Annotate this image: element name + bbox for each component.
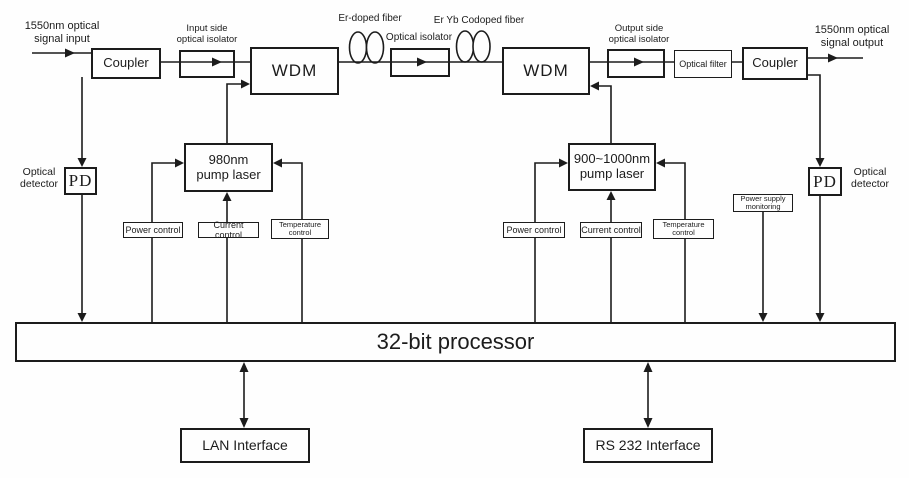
pump-laser-left-box: 980nm pump laser xyxy=(184,143,273,192)
optical-detector-left-label: Optical detector xyxy=(16,166,62,191)
interface-arrowheads xyxy=(239,362,653,428)
pump-right-lines xyxy=(534,85,686,322)
pump-laser-left-line1: 980nm xyxy=(208,151,249,167)
left-detector-arrowheads xyxy=(77,158,87,322)
input-isolator-box xyxy=(179,50,235,78)
rs232-interface-box: RS 232 Interface xyxy=(583,428,713,463)
output-isolator-label-line2: optical isolator xyxy=(608,34,670,46)
interface-lines xyxy=(243,369,649,421)
optical-detector-left-line1: Optical xyxy=(22,166,56,178)
output-signal-label: 1550nm optical signal output xyxy=(802,24,902,50)
power-control-right-box: Power control xyxy=(503,222,565,238)
eryb-codoped-fiber-label: Er Yb Codoped fiber xyxy=(433,15,525,26)
output-isolator-label-line1: Output side xyxy=(614,23,664,34)
output-signal-label-line2: signal output xyxy=(820,36,884,49)
photodetector-left-box: PD xyxy=(64,167,97,195)
output-signal-label-line1: 1550nm optical xyxy=(814,24,890,36)
pump-laser-right-line2: pump laser xyxy=(579,166,645,181)
er-doped-fiber-label: Er-doped fiber xyxy=(338,13,402,24)
er-doped-fiber-coil-icon xyxy=(348,31,385,64)
input-isolator-label: Input side optical isolator xyxy=(163,23,251,45)
pump-laser-left-line2: pump laser xyxy=(196,166,261,182)
input-coupler-box: Coupler xyxy=(91,48,161,79)
mid-isolator-label: Optical isolator xyxy=(385,32,453,43)
eryb-codoped-fiber-coil-icon xyxy=(455,30,491,63)
right-detector-arrowheads xyxy=(815,158,825,322)
power-supply-monitoring-line2: monitoring xyxy=(745,202,781,211)
mid-isolator-box xyxy=(390,48,450,77)
photodetector-right-box: PD xyxy=(808,167,842,196)
temperature-control-right-box: Temperature control xyxy=(653,219,714,239)
current-control-left-box: Current control xyxy=(198,220,259,240)
input-signal-label: 1550nm optical signal input xyxy=(6,20,118,46)
optical-filter-box: Optical filter xyxy=(674,50,732,78)
processor-box: 32-bit processor xyxy=(15,322,896,362)
optical-detector-right-line1: Optical xyxy=(853,166,887,178)
signal-path-arrowheads xyxy=(65,48,838,67)
output-isolator-label: Output side optical isolator xyxy=(596,23,682,45)
power-supply-monitoring-box: Power supply monitoring xyxy=(733,194,793,212)
temperature-control-left-line2: control xyxy=(288,228,312,237)
output-coupler-box: Coupler xyxy=(742,47,808,80)
psu-monitor-arrowhead xyxy=(758,313,768,322)
input-signal-label-line2: signal input xyxy=(34,32,90,45)
lan-interface-box: LAN Interface xyxy=(180,428,310,463)
pump-laser-right-box: 900~1000nm pump laser xyxy=(568,143,656,191)
input-isolator-label-line1: Input side xyxy=(186,23,228,34)
right-detector-lines xyxy=(808,74,821,314)
optical-detector-right-line2: detector xyxy=(851,178,889,191)
input-isolator-label-line2: optical isolator xyxy=(176,34,238,46)
optical-detector-right-label: Optical detector xyxy=(844,166,896,191)
power-supply-monitoring-line1: Power supply xyxy=(740,194,786,204)
output-isolator-box xyxy=(607,49,665,78)
power-control-left-box: Power control xyxy=(123,222,183,238)
current-control-right-box: Current control xyxy=(580,222,642,238)
input-signal-label-line1: 1550nm optical xyxy=(24,20,100,32)
temperature-control-right-line2: control xyxy=(672,228,695,237)
temperature-control-right-line1: Temperature xyxy=(662,220,705,230)
temperature-control-left-box: Temperature control xyxy=(271,219,329,239)
pump-laser-right-line1: 900~1000nm xyxy=(573,151,651,167)
optical-detector-left-line2: detector xyxy=(20,178,58,191)
pump-right-arrowheads xyxy=(559,81,665,200)
wdm-left-box: WDM xyxy=(250,47,339,95)
pump-left-lines xyxy=(151,83,303,322)
pump-left-arrowheads xyxy=(175,79,282,201)
temperature-control-left-line1: Temperature xyxy=(278,220,322,230)
wdm-right-box: WDM xyxy=(502,47,590,95)
